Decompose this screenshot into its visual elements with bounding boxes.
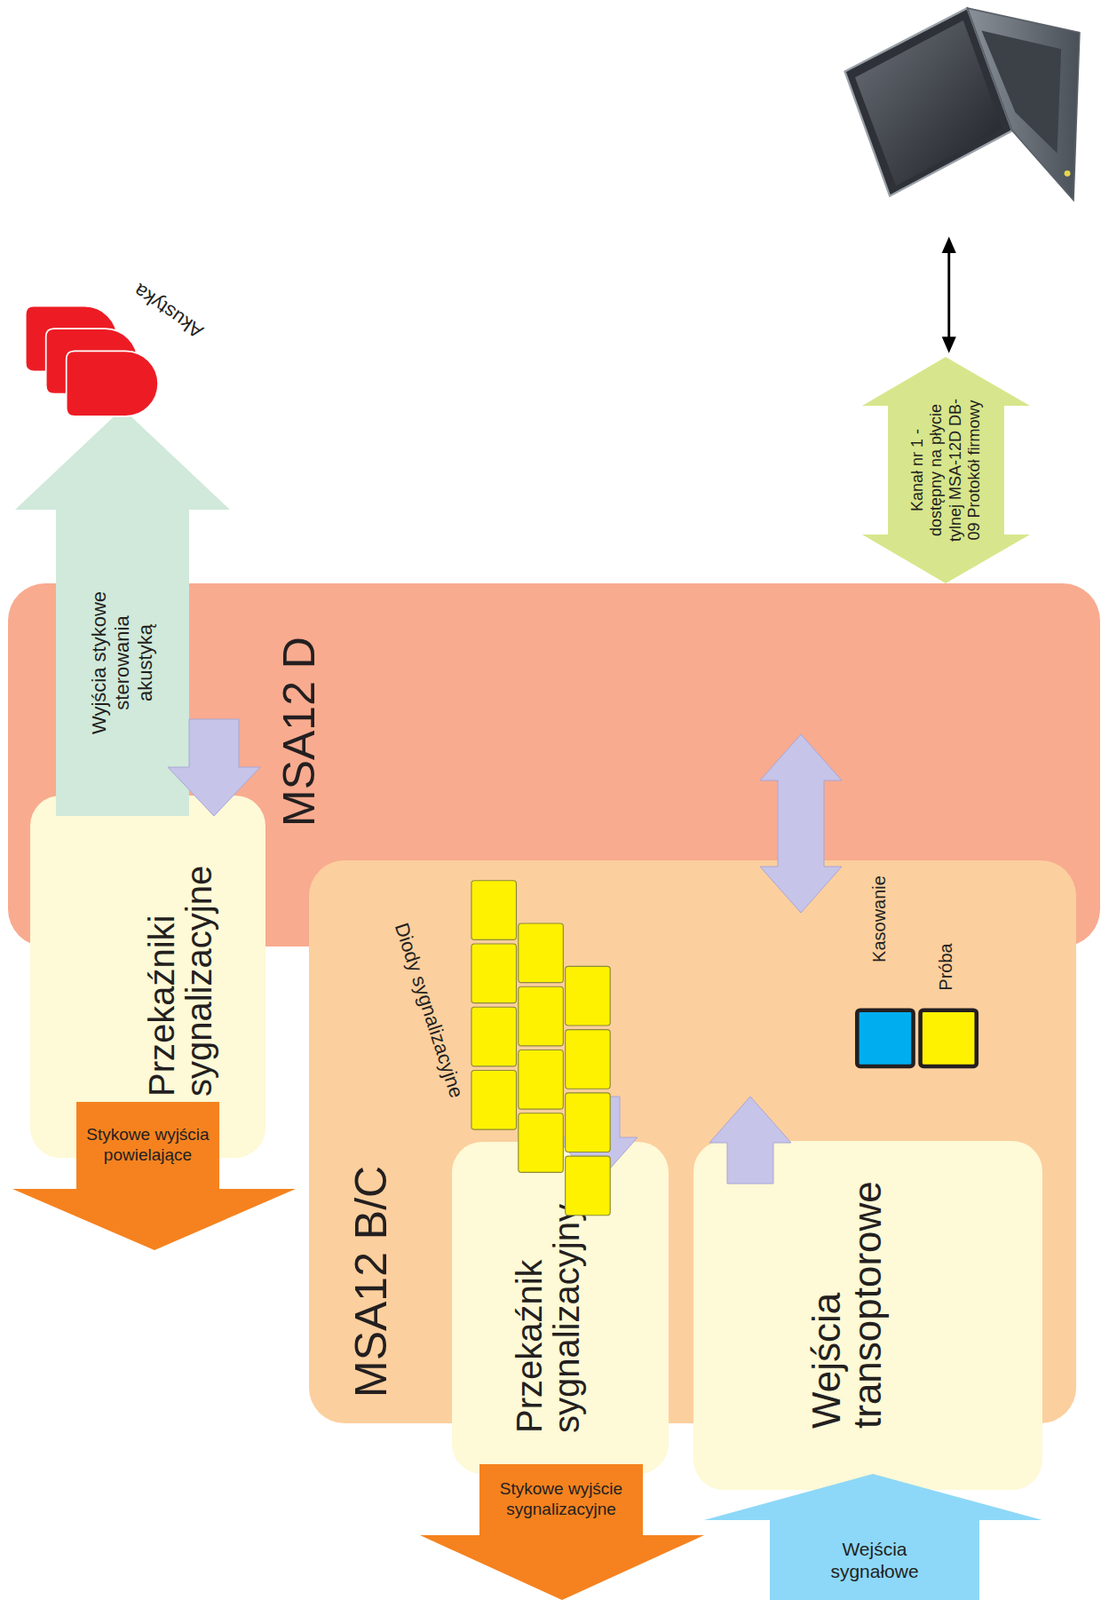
arrow-outline [12,1101,296,1251]
annotation: Diody sygnalizacyjne [389,919,468,1101]
indicator-led [471,880,610,1216]
node-label: Wejścia transoptorowe [806,1162,888,1429]
node-label: Wejścia sygnałowe [821,1537,928,1583]
annotation: Próba [935,942,957,991]
flow-arrow [709,1096,792,1184]
node-label: Stykowe wyjścia powielające [77,1124,220,1166]
flow-arrow [760,734,842,913]
arrow-outline [419,1464,705,1600]
annotation: Akustyka [129,278,208,343]
push-button [856,1010,913,1067]
arrow-outline [862,356,1030,584]
link-arrow [942,237,957,354]
arrow-shape [862,356,1030,584]
node-label: Kanał nr 1 - dostępny na płycie tylnej M… [908,395,985,547]
node-label: MSA12 D [275,636,325,827]
node-label: Przekaźniki sygnalizacyjne [142,821,218,1097]
block-arrow: Stykowe wyjścia powielające [12,1101,296,1251]
function-block: Wejścia transoptorowe [693,1140,1043,1490]
arrow-outline [704,1473,1043,1600]
block-arrow: Wejścia sygnałowe [704,1473,1043,1600]
function-block: Przekaźnik sygnalizacyjny [451,1141,669,1474]
flow-arrow [167,719,261,816]
speaker-icon [25,306,159,417]
node-label: Wyjścia stykowe sterowania akustyką [87,587,159,739]
laptop-icon [845,7,1080,200]
block-arrow: Kanał nr 1 - dostępny na płycie tylnej M… [862,356,1030,584]
push-button [920,1010,977,1067]
block-arrow: Stykowe wyjście sygnalizacyjne [419,1464,705,1600]
annotation: Kasowanie [869,875,890,963]
node-label: MSA12 B/C [347,1165,397,1398]
arrow-shape [12,1101,296,1251]
node-label: Stykowe wyjście sygnalizacyjne [483,1479,640,1521]
